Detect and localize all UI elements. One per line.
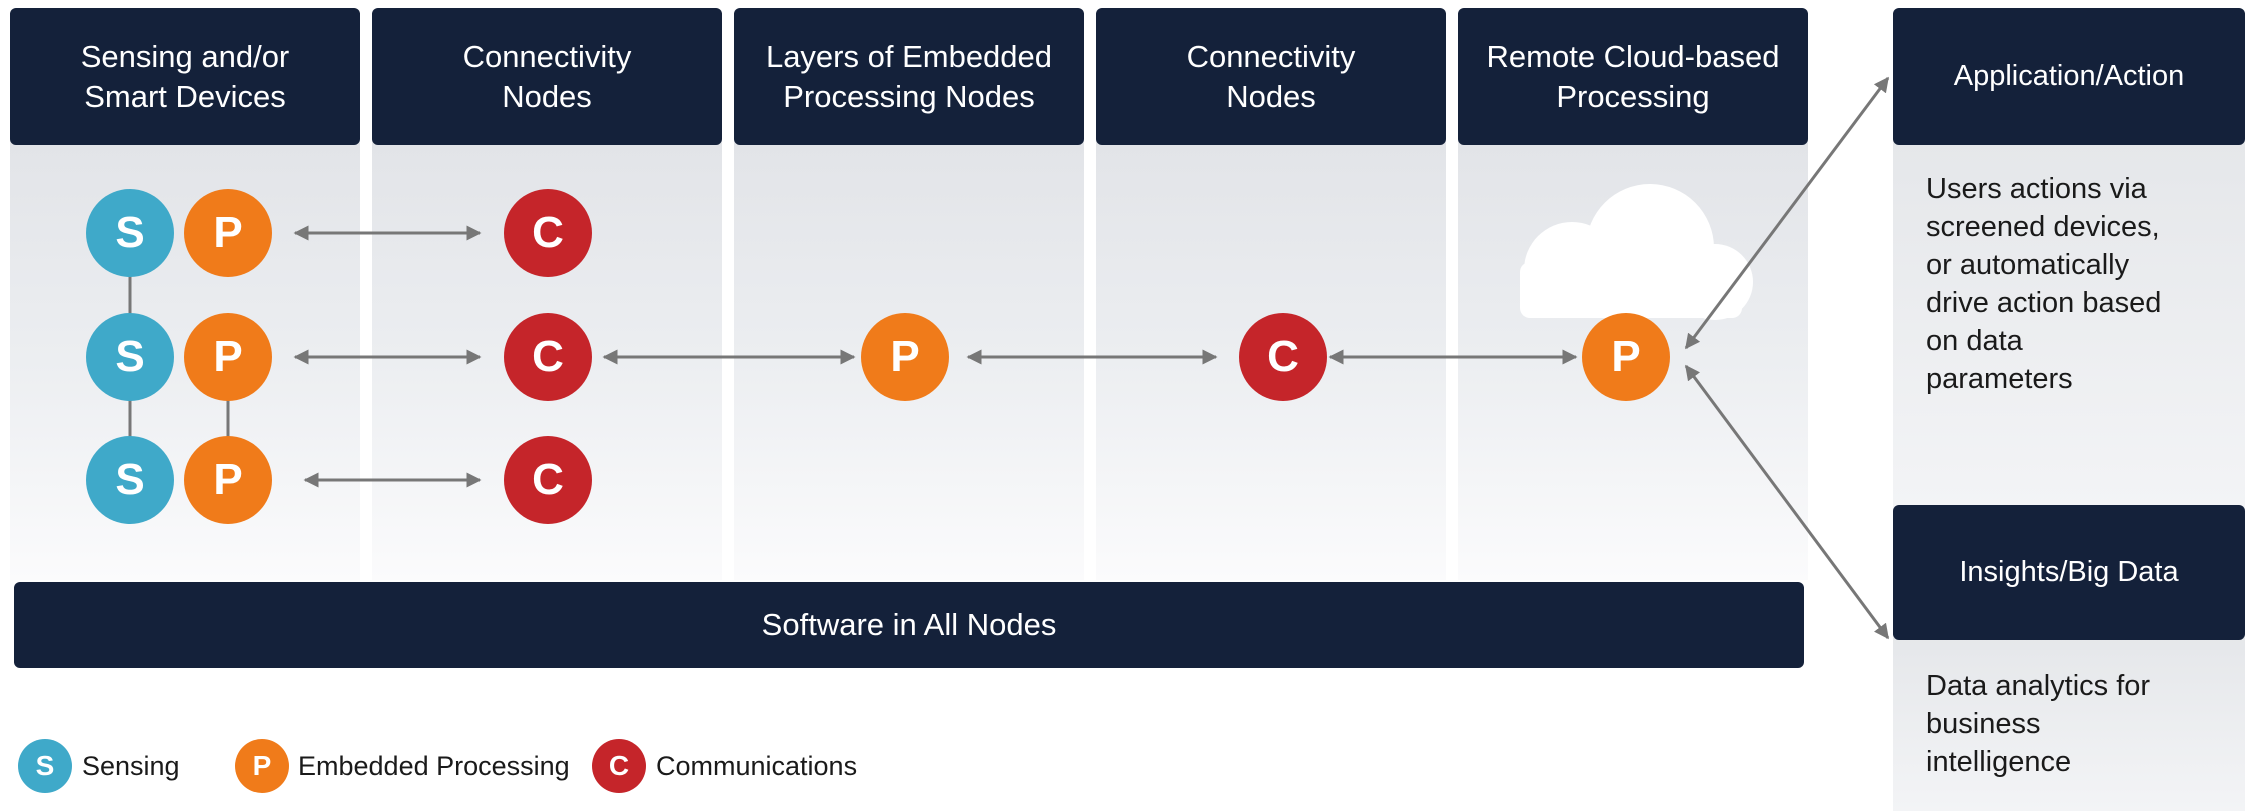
processing-node-2: P — [184, 313, 272, 401]
insights-description: Data analytics for business intelligence — [1926, 670, 2151, 778]
header-embedded-processing: Layers of Embedded Processing Nodes — [734, 8, 1084, 145]
header-connectivity-nodes-1: Connectivity Nodes — [372, 8, 722, 145]
communications-node-4: C — [1239, 313, 1327, 401]
insights-header: Insights/Big Data — [1893, 505, 2245, 640]
embedded-processing-node: P — [861, 313, 949, 401]
arrow-cloud-to-insights — [1684, 364, 1890, 640]
header-sensing-devices: Sensing and/or Smart Devices — [10, 8, 360, 145]
legend-processing-icon: P — [235, 739, 289, 793]
legend-sensing-label: Sensing — [82, 751, 180, 781]
sensing-node-2: S — [86, 313, 174, 401]
communications-node-3: C — [504, 436, 592, 524]
communications-node-2: C — [504, 313, 592, 401]
application-header: Application/Action — [1893, 8, 2245, 145]
legend-processing-label: Embedded Processing — [298, 751, 570, 781]
legend-communications-label: Communications — [656, 751, 858, 781]
cloud-processing-node: P — [1582, 313, 1670, 401]
insights-panel — [1893, 635, 2245, 811]
sensing-node-3: S — [86, 436, 174, 524]
processing-node-1: P — [184, 189, 272, 277]
legend-communications-icon: C — [592, 739, 646, 793]
software-bar: Software in All Nodes — [14, 582, 1804, 668]
communications-node-1: C — [504, 189, 592, 277]
cloud-icon — [1520, 184, 1753, 320]
arrow-cloud-to-application — [1684, 76, 1890, 350]
application-description: Users actions via screened devices, or a… — [1926, 173, 2162, 395]
sensing-node-1: S — [86, 189, 174, 277]
processing-node-3: P — [184, 436, 272, 524]
legend-sensing-icon: S — [18, 739, 72, 793]
application-panel — [1893, 140, 2245, 510]
header-connectivity-nodes-2: Connectivity Nodes — [1096, 8, 1446, 145]
